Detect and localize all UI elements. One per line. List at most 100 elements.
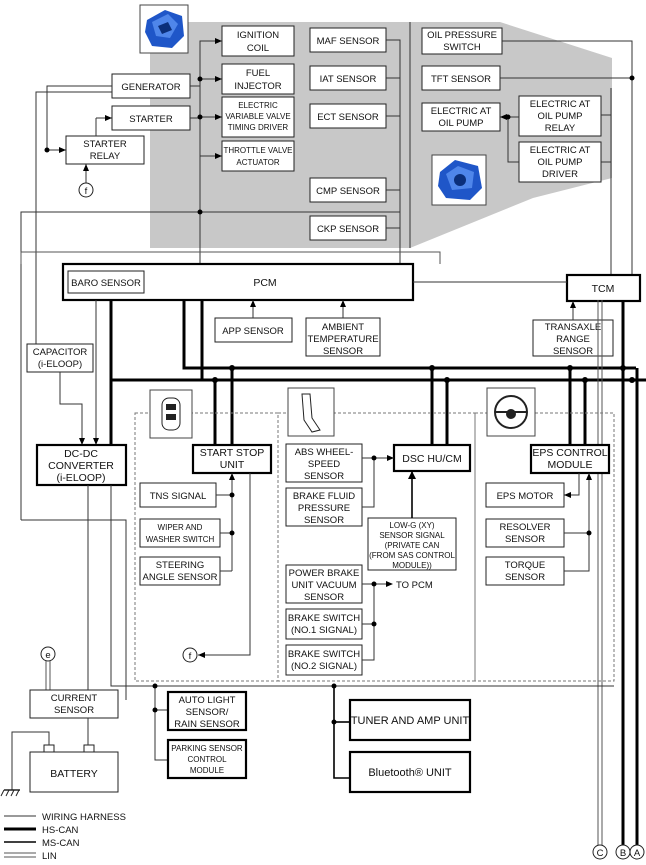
oil-pump-driver-label-2: OIL PUMP [537, 157, 582, 168]
junction [331, 683, 337, 689]
junction [212, 377, 218, 383]
connector-f-bottom [182, 647, 198, 663]
app-sensor-label: APP SENSOR [222, 326, 284, 337]
arrow [215, 114, 222, 120]
connector-e-label: e [45, 650, 50, 661]
oil-pump-relay-box [518, 95, 602, 137]
oil-pump-driver-label-3: DRIVER [542, 169, 578, 180]
vacuum-label-3: SENSOR [304, 592, 344, 603]
hs-can-bus [109, 300, 646, 845]
tuner-amp-unit-box [348, 698, 472, 742]
generator-label: GENERATOR [121, 82, 180, 93]
brake-pedal-icon [287, 387, 335, 437]
legend: WIRING HARNESS HS-CAN MS-CAN LIN [4, 812, 126, 862]
ambient-label-2: TEMPERATURE [307, 334, 378, 345]
auto-light-label-3: RAIN SENSOR [174, 719, 240, 730]
abs-label-3: SENSOR [304, 471, 344, 482]
connector-b-label: B [620, 848, 626, 859]
ignition-coil-label-1: IGNITION [237, 30, 279, 41]
battery-label: BATTERY [50, 768, 97, 780]
to-pcm-label: TO PCM [396, 580, 433, 591]
cmp-sensor-label: CMP SENSOR [316, 186, 380, 197]
oil-pressure-switch-label-1: OIL PRESSURE [427, 30, 497, 41]
ambient-label-3: SENSOR [323, 346, 363, 357]
oil-pump-driver-box [518, 141, 602, 183]
connector-e [40, 646, 56, 662]
tcm-label: TCM [592, 283, 615, 295]
oil-pump-driver-label-1: ELECTRIC AT [530, 145, 591, 156]
connector-f-bottom-label: f [189, 651, 192, 662]
arrow [340, 300, 346, 307]
cmp-sensor-box [309, 177, 387, 203]
tcm-box [565, 273, 642, 303]
steering-label-1: STEERING [156, 560, 205, 571]
abs-label-2: SPEED [308, 459, 340, 470]
dcdc-label-1: DC-DC [64, 448, 98, 460]
ect-sensor-label: ECT SENSOR [317, 112, 379, 123]
start-stop-label-1: START STOP [200, 447, 265, 459]
iat-sensor-label: IAT SENSOR [320, 74, 377, 85]
arrow [83, 164, 89, 171]
trs-label-3: SENSOR [553, 346, 593, 357]
junction [371, 455, 377, 461]
battery-box [29, 751, 119, 793]
resolver-label-1: RESOLVER [499, 522, 550, 533]
connector-f-top-label: f [85, 186, 88, 197]
wiper-label-1: WIPER AND [158, 523, 203, 532]
oil-pump-relay-label-2: OIL PUMP [537, 111, 582, 122]
arrow [500, 114, 507, 120]
trs-label-2: RANGE [556, 334, 590, 345]
legend-wiring-label: WIRING HARNESS [42, 812, 126, 823]
wiper-label-2: WASHER SWITCH [146, 535, 215, 544]
junction [586, 530, 592, 536]
capacitor-label-1: CAPACITOR [33, 347, 88, 358]
lowg-label-5: MODULE)) [392, 561, 432, 570]
arrow [250, 300, 256, 307]
junction [197, 76, 203, 82]
baro-sensor-label: BARO SENSOR [71, 278, 141, 289]
junction [197, 114, 203, 120]
arrow [105, 115, 112, 121]
start-stop-label-2: UNIT [220, 459, 245, 471]
brake-fluid-sensor-box [285, 487, 363, 527]
dsc-label: DSC HU/CM [402, 453, 462, 465]
arrow [93, 438, 99, 445]
bs1-label-1: BRAKE SWITCH [288, 613, 360, 624]
auto-light-label-1: AUTO LIGHT [179, 695, 236, 706]
evvt-label-2: VARIABLE VALVE [225, 112, 290, 121]
lowg-label-1: LOW-G (XY) [389, 521, 435, 530]
torque-label-2: SENSOR [505, 572, 545, 583]
parking-sensor-box [166, 738, 248, 780]
oil-pump-label-1: ELECTRIC AT [431, 106, 492, 117]
vacuum-label-2: UNIT VACUUM [291, 580, 356, 591]
transmission-icon [431, 154, 487, 206]
starter-box [111, 105, 191, 131]
arrow [215, 38, 222, 44]
fluid-label-2: PRESSURE [298, 503, 350, 514]
ckp-sensor-label: CKP SENSOR [317, 224, 379, 235]
generator-box [111, 73, 191, 99]
junction [582, 377, 588, 383]
legend-lin-label: LIN [42, 851, 57, 862]
junction [629, 377, 635, 383]
steering-wheel-icon [486, 387, 536, 437]
arrow [564, 492, 571, 498]
starter-relay-label-2: RELAY [90, 151, 121, 162]
brake-switch-2-box [285, 644, 363, 676]
fluid-label-1: BRAKE FLUID [293, 491, 355, 502]
capacitor-label-2: (i-ELOOP) [38, 359, 82, 370]
throttle-label-2: ACTUATOR [236, 158, 279, 167]
ground-icon [0, 789, 20, 797]
evvt-label-3: TIMING DRIVER [228, 123, 289, 132]
arrow [229, 473, 235, 480]
trs-label-1: TRANSAXLE [545, 322, 602, 333]
eps-module-box [529, 443, 611, 475]
junction [567, 365, 573, 371]
legend-mscan-label: MS-CAN [42, 838, 80, 849]
dcdc-label-2: CONVERTER [48, 460, 114, 472]
abs-label-1: ABS WHEEL- [295, 447, 354, 458]
dcdc-label-3: (i-ELOOP) [56, 472, 105, 484]
baro-sensor-box [67, 270, 145, 294]
junction [371, 621, 377, 627]
eps-area [474, 412, 615, 682]
